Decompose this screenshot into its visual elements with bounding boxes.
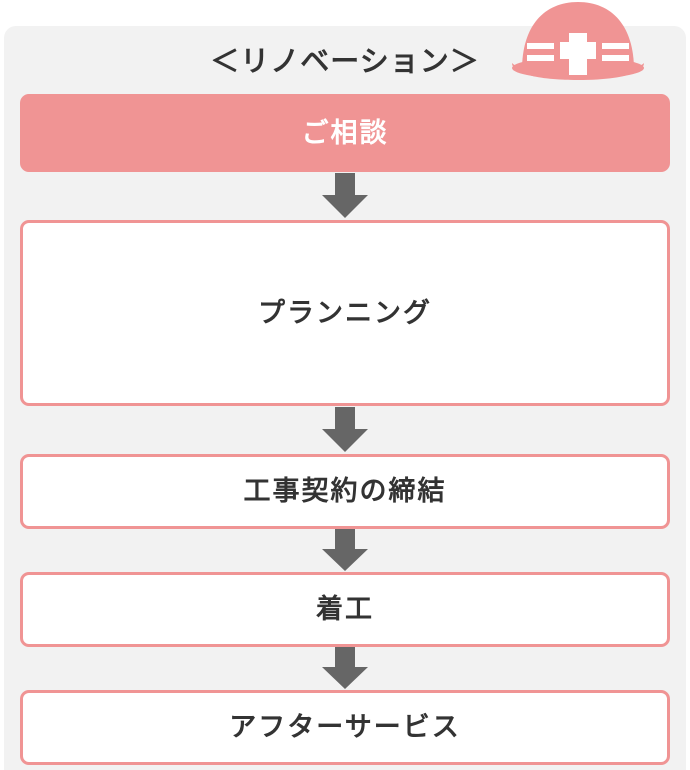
- page-title: ＜リノベーション＞: [210, 46, 480, 78]
- down-arrow-icon: [20, 529, 670, 572]
- flow-step-construction-start[interactable]: 着工: [20, 572, 670, 647]
- flow-step-label: ご相談: [301, 117, 389, 148]
- flow-steps-list: ご相談 プランニング 工事契約の締結 着工: [20, 94, 670, 765]
- flow-step-contract[interactable]: 工事契約の締結: [20, 454, 670, 529]
- flow-step-consultation[interactable]: ご相談: [20, 94, 670, 172]
- flow-step-planning[interactable]: プランニング: [20, 220, 670, 406]
- down-arrow-icon: [20, 406, 670, 454]
- flow-step-label: プランニング: [258, 297, 432, 328]
- down-arrow-icon: [20, 647, 670, 690]
- flow-step-label: 着工: [316, 594, 374, 625]
- down-arrow-icon: [20, 172, 670, 220]
- flow-step-label: 工事契約の締結: [243, 476, 447, 507]
- flow-step-after-service[interactable]: アフターサービス: [20, 690, 670, 765]
- diagram-header: ＜リノベーション＞: [4, 26, 686, 88]
- construction-helmet-icon: [506, 0, 650, 80]
- flow-step-label: アフターサービス: [229, 712, 461, 743]
